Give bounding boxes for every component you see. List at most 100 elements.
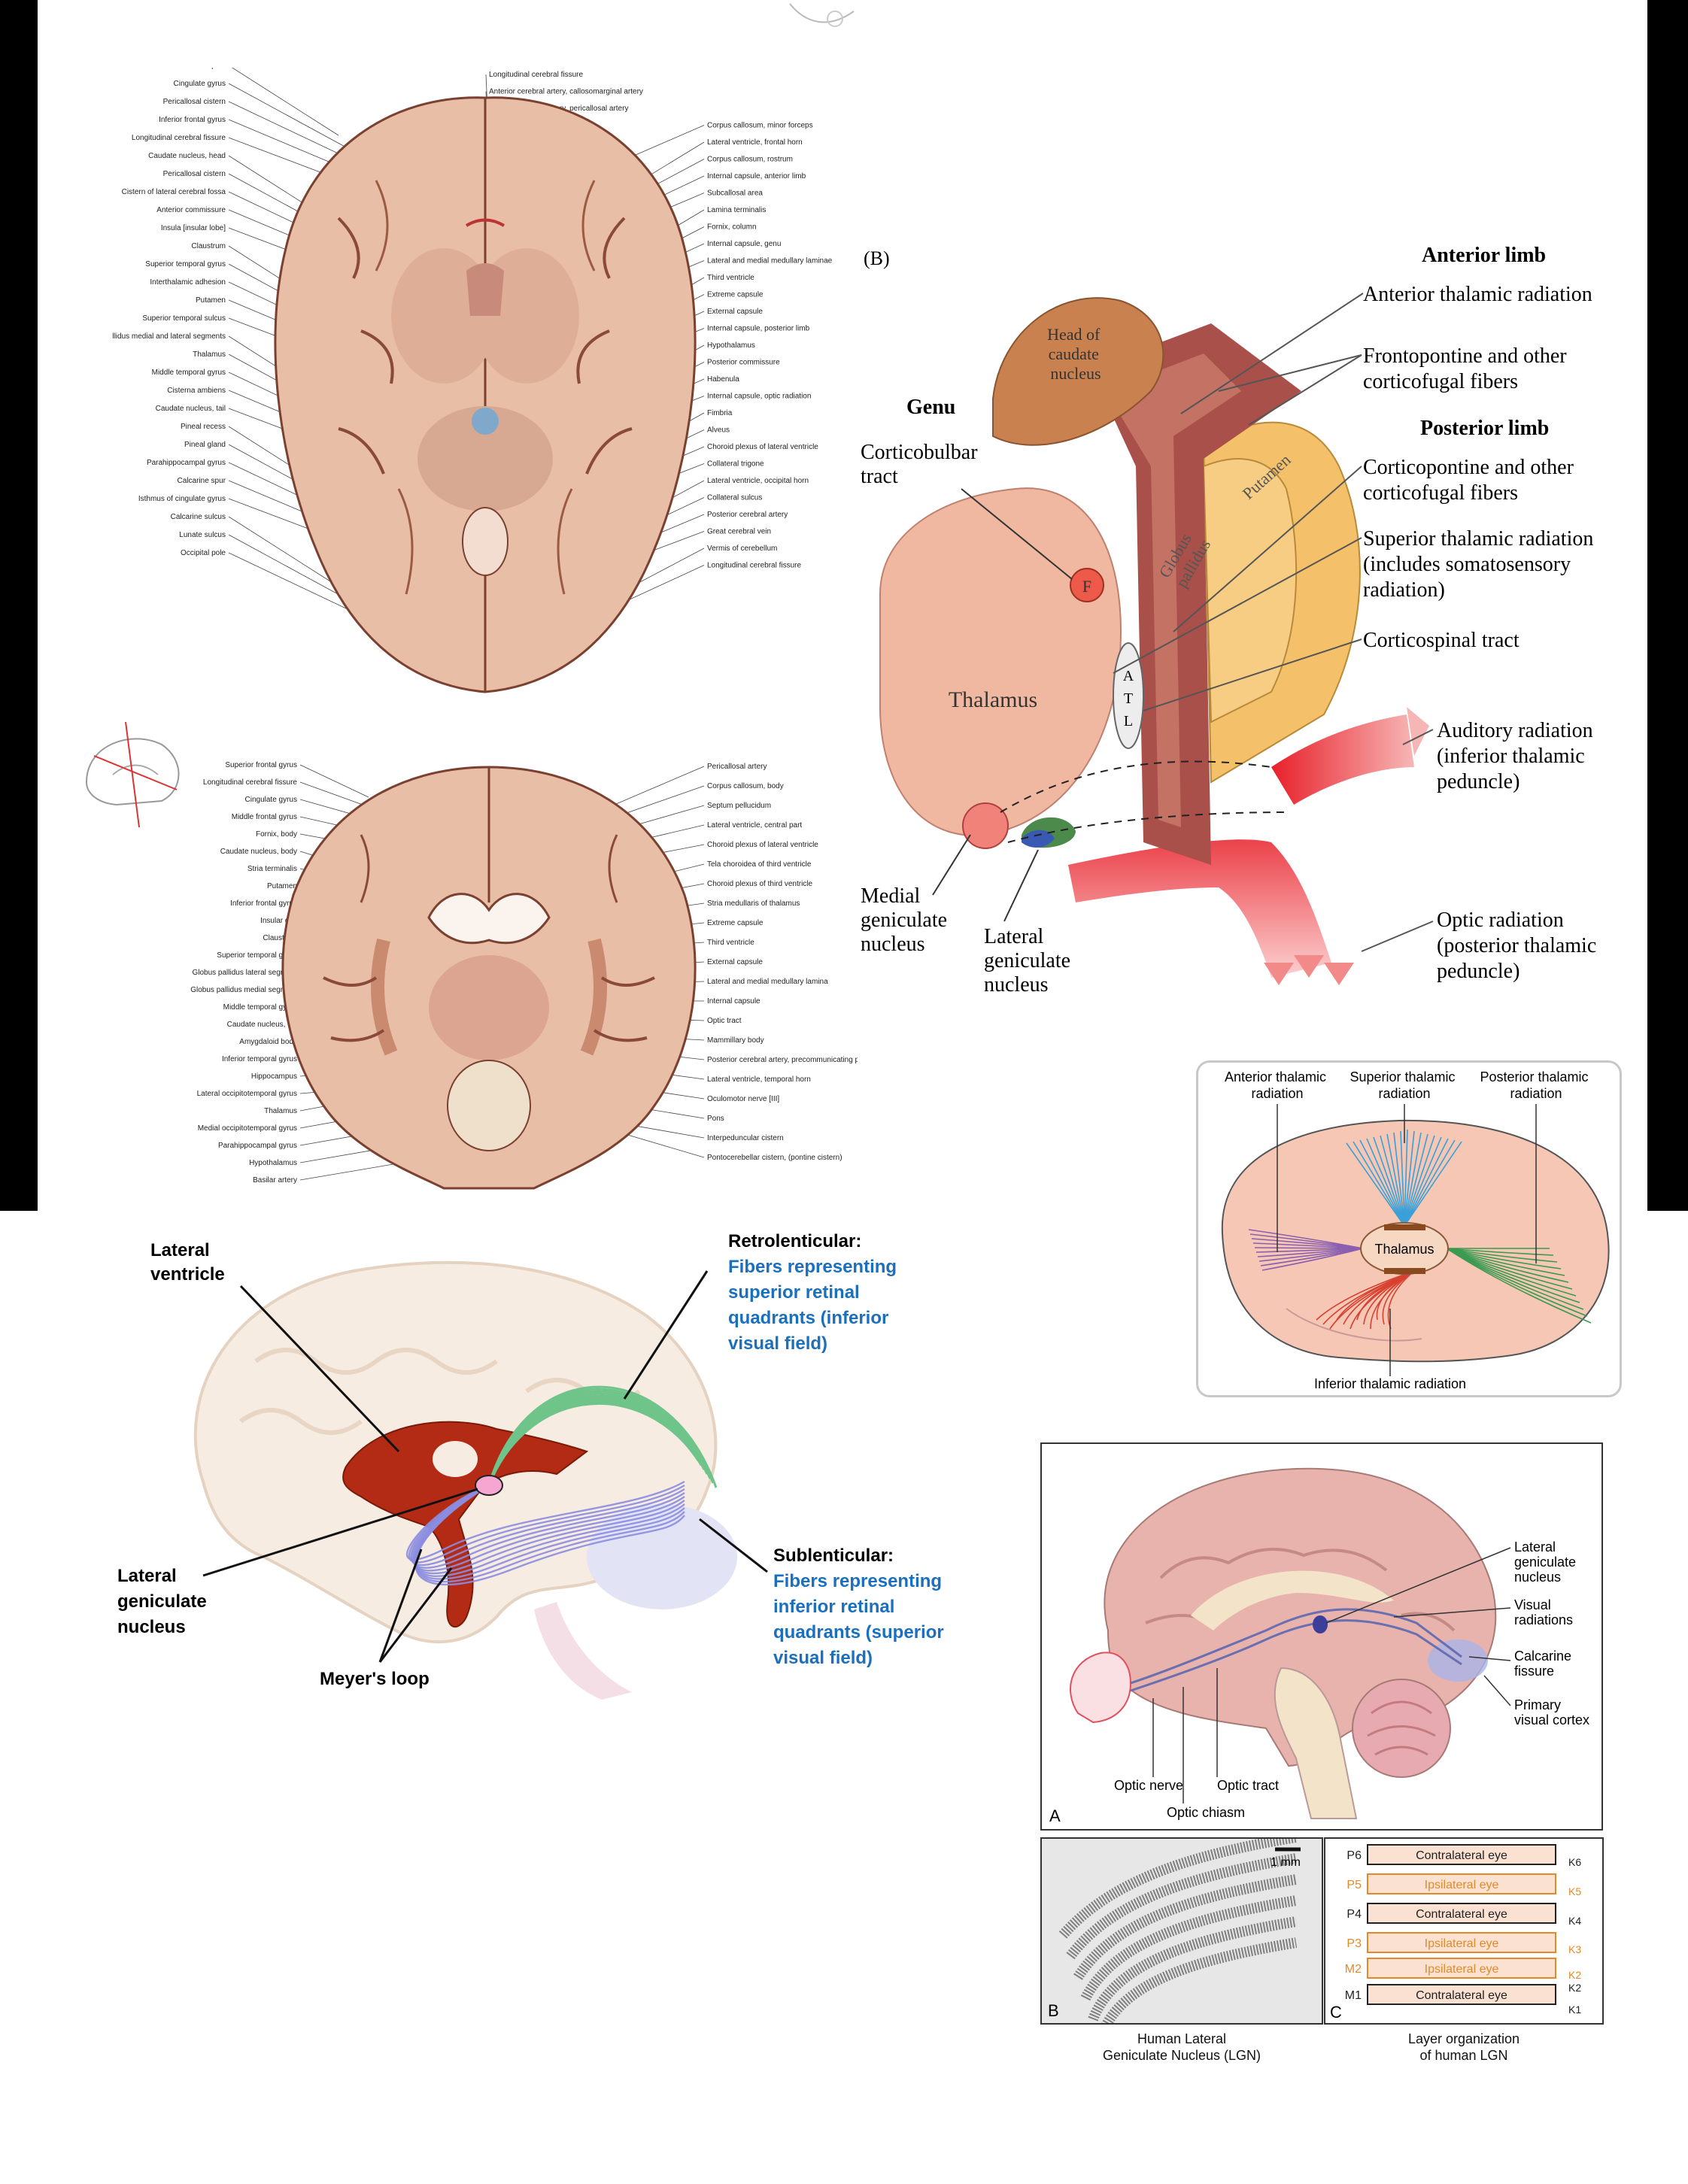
histology-caption: Human Lateral Geniculate Nucleus (LGN) [1040,2031,1323,2064]
coronal-left-label-3: Middle frontal gyrus [232,813,297,821]
lgn-k-label-1: K5 [1568,1885,1581,1897]
lgn-k-label-0: K6 [1568,1856,1581,1868]
axial-right-label-23: Collateral trigone [707,460,764,469]
coronal-left-label-4: Fornix, body [256,830,297,839]
anterior-limb-heading: Anterior limb [1422,244,1546,267]
superior-rad-label-1: Superior thalamic radiation [1363,527,1593,551]
capsule-panel-letter: (B) [864,247,890,269]
radiations-thalamus-label: Thalamus [1374,1242,1434,1257]
axial-brain-illustration [275,98,695,692]
coronal-right-label-0: Pericallosal artery [707,763,767,771]
coronal-right-label-11: Lateral and medial medullary lamina [707,978,828,986]
corticopontine-label-2: corticofugal fibers [1363,481,1518,505]
axial-left-label-6: Pericallosal cistern [163,170,226,178]
medial-gen-label-1: Medial [861,884,921,908]
lateral-gen-label-3: nucleus [984,973,1049,996]
svg-text:Head of caudate nucleu: Head of caudate nucleus [1047,325,1104,383]
coronal-left-label-1: Longitudinal cerebral fissure [203,778,298,787]
coronal-right-label-4: Choroid plexus of lateral ventricle [707,841,818,849]
posterior-limb-heading: Posterior limb [1420,417,1549,440]
lgn-layer-rows: P6Contralateral eyeP5Ipsilateral eyeP4Co… [1345,1845,1556,2004]
sag-lgn-label-2: geniculate [1514,1555,1576,1570]
lgn-layer-eye-0: Contralateral eye [1416,1849,1507,1862]
l-marker: L [1124,713,1133,730]
top-cropped-icon [782,0,865,38]
sagittal-eye [1070,1652,1131,1722]
svg-text:Lateral geniculate nuc: Lateral geniculate nucleus [1514,1539,1580,1585]
axial-right-label-22: Choroid plexus of lateral ventricle [707,443,818,451]
axial-left-label-22: Parahippocampal gyrus [147,459,226,467]
coronal-right-label-7: Stria medullaris of thalamus [707,899,800,908]
lateral-gen-leader [1004,850,1038,921]
lgn-layer-name-2: P4 [1346,1908,1362,1921]
lgn-layer-name-4: M2 [1345,1963,1362,1976]
svg-text:Corticobulbar tract: Corticobulbar tract [861,441,983,488]
thalamic-radiations-diagram: Anterior thalamic radiation Superior tha… [1196,1060,1622,1397]
axial-right-label-25: Collateral sulcus [707,494,762,502]
axial-left-label-0: Frontal pole [186,68,226,70]
meyer-lgn-label-3: nucleus [117,1617,186,1637]
histology-scale-label: 1 mm [1271,1856,1301,1869]
coronal-left-label-24: Basilar artery [253,1176,297,1185]
axial-left-label-15: Globus pallidus medial and lateral segme… [113,332,226,341]
coronal-left-label-17: Inferior temporal gyrus [222,1055,297,1063]
axial-left-label-8: Anterior commissure [156,206,226,214]
coronal-right-label-16: Lateral ventricle, temporal horn [707,1075,811,1084]
superior-thal-rad-label-1: Superior thalamic [1349,1069,1455,1084]
head-caudate-label-2: caudate [1049,344,1099,363]
coronal-left-label-18: Hippocampus [251,1072,297,1081]
axial-right-label-4: Lateral ventricle, frontal horn [707,138,803,147]
svg-text:Lateral geniculate nuc: Lateral geniculate nucleus [984,925,1076,996]
coronal-left-label-23: Hypothalamus [249,1159,297,1167]
axial-right-label-0: Longitudinal cerebral fissure [489,71,584,79]
axial-right-label-9: Fornix, column [707,223,757,232]
lgn-k-label-4: K2 [1568,1969,1581,1981]
svg-text:Superior thalamic radiation: Superior thalamic radiation (includes so… [1363,527,1598,602]
thalamus-label: Thalamus [949,687,1037,712]
histology-caption-1: Human Lateral [1040,2031,1323,2047]
coronal-left-label-15: Caudate nucleus, tail [227,1021,297,1029]
layers-caption-1: Layer organization [1324,2031,1604,2047]
coronal-right-label-9: Third ventricle [707,939,754,947]
corticopontine-label-1: Corticopontine and other [1363,456,1574,479]
sag-panel-letter: A [1049,1806,1061,1825]
superior-rad-label-2: (includes somatosensory [1363,553,1571,576]
axial-right-label-28: Vermis of cerebellum [707,544,777,553]
axial-brain-section: Frontal poleCingulate gyrusPericallosal … [113,68,858,722]
sag-primary-leader [1484,1676,1510,1706]
t-marker: T [1124,690,1133,707]
axial-left-label-16: Thalamus [193,350,226,359]
coronal-right-label-13: Optic tract [707,1017,742,1025]
coronal-left-label-8: Inferior frontal gyrus [230,899,297,908]
optic-label-3: peduncle) [1437,960,1520,983]
coronal-left-label-20: Thalamus [264,1107,297,1115]
sag-calcarine-1: Calcarine [1514,1649,1571,1664]
sub-line-4: visual field) [773,1648,873,1668]
lgn-layer-eye-3: Ipsilateral eye [1425,1937,1499,1950]
axial-left-label-10: Claustrum [191,242,226,250]
coronal-right-label-10: External capsule [707,958,763,966]
optic-radiation-fan [1068,839,1354,985]
internal-capsule-diagram: (B) F A T L Head of caudate nucleus Puta… [850,241,1670,1015]
coronal-right-label-5: Tela choroidea of third ventricle [707,860,812,869]
coronal-left-label-21: Medial occipitotemporal gyrus [198,1124,297,1133]
axial-left-label-11: Superior temporal gyrus [145,260,226,268]
svg-text:Frontopontine and other co: Frontopontine and other corticofugal fib… [1363,344,1572,393]
axial-right-label-26: Posterior cerebral artery [707,511,788,519]
axial-left-label-7: Cistern of lateral cerebral fossa [122,188,226,196]
svg-text:Calcarine fissure: Calcarine fissure [1514,1649,1575,1679]
axial-left-label-21: Pineal gland [184,441,226,449]
svg-text:Auditory radiation (inferi: Auditory radiation (inferior thalamic pe… [1437,719,1598,793]
coronal-left-label-13: Globus pallidus medial segment [190,986,297,994]
lgn-layer-eye-1: Ipsilateral eye [1425,1879,1499,1891]
sag-optic-chiasm: Optic chiasm [1167,1805,1245,1820]
svg-text:Lateral ventricle: Lateral ventricle [150,1240,225,1285]
axial-left-label-17: Middle temporal gyrus [152,369,226,377]
posterior-thal-rad-label-1: Posterior thalamic [1480,1069,1588,1084]
axial-right-label-7: Subcallosal area [707,190,763,198]
head-caudate-label-1: Head of [1047,325,1101,344]
a-marker: A [1123,668,1134,684]
sub-line-1: Fibers representing [773,1571,942,1591]
sag-lgn-label-1: Lateral [1514,1539,1556,1555]
svg-text:Visual radiations: Visual radiations [1514,1597,1573,1627]
